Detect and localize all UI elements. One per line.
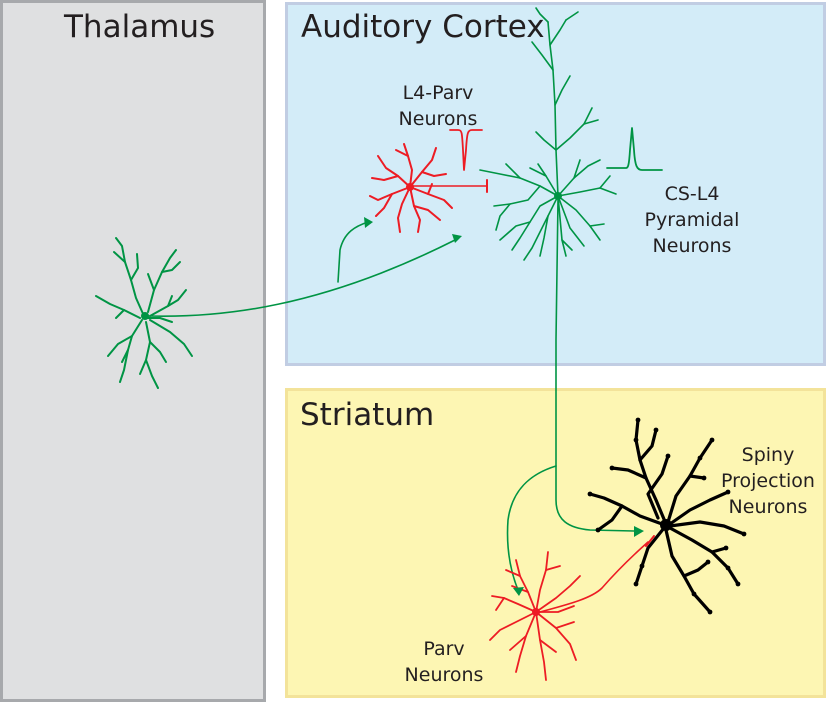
excitatory-synapse-arrow-pyramidal xyxy=(452,234,462,243)
parv-inhibitory-synapse-bar xyxy=(645,535,655,547)
l4-parv-soma xyxy=(406,183,414,191)
cs-l4-spike-trace xyxy=(606,127,663,171)
cs-l4-soma xyxy=(554,192,562,200)
l4-parv-neuron xyxy=(369,143,453,233)
cs-l4-label-line3: Neurons xyxy=(652,235,732,257)
cs-l4-pyramidal-neuron xyxy=(479,7,617,261)
spiny-label-line3: Neurons xyxy=(728,496,808,518)
spiny-label-line2: Projection xyxy=(721,470,815,492)
parv-label-line2: Neurons xyxy=(404,664,484,686)
cs-l4-axon xyxy=(555,199,635,532)
cs-l4-label: CS-L4 Pyramidal Neurons xyxy=(622,181,762,259)
l4-parv-label-line1: L4-Parv xyxy=(402,82,474,104)
spiny-label-line1: Spiny xyxy=(741,444,795,466)
spiny-soma xyxy=(660,519,672,531)
auditory-cortex-region xyxy=(285,2,826,366)
thalamus-title: Thalamus xyxy=(64,9,216,45)
parv-axon xyxy=(539,541,649,613)
l4-parv-label: L4-Parv Neurons xyxy=(378,80,498,132)
parv-label-line1: Parv xyxy=(423,638,465,660)
cs-l4-label-line1: CS-L4 xyxy=(664,183,720,205)
striatum-title: Striatum xyxy=(300,397,435,433)
thalamic-neuron-soma xyxy=(141,312,149,320)
l4-parv-label-line2: Neurons xyxy=(398,108,478,130)
auditory-cortex-title: Auditory Cortex xyxy=(301,9,545,45)
excitatory-synapse-arrow-parv xyxy=(513,587,524,596)
cs-l4-label-line2: Pyramidal xyxy=(644,209,740,231)
spiny-projection-neuron xyxy=(588,418,746,614)
parv-label: Parv Neurons xyxy=(394,636,494,688)
cs-l4-axon-branch xyxy=(506,465,557,591)
thalamus-region xyxy=(0,0,266,702)
parv-soma xyxy=(532,608,540,616)
excitatory-synapse-arrow-spiny xyxy=(634,526,644,537)
thalamic-neuron xyxy=(95,237,193,389)
thalamic-axon-branch xyxy=(337,221,369,283)
parv-neuron xyxy=(489,551,581,681)
dendritic-spines xyxy=(587,417,747,615)
excitatory-synapse-arrow-l4parv xyxy=(364,217,373,228)
thalamic-axon xyxy=(147,239,456,318)
spiny-label: Spiny Projection Neurons xyxy=(710,442,826,520)
spike-trace xyxy=(449,129,483,171)
